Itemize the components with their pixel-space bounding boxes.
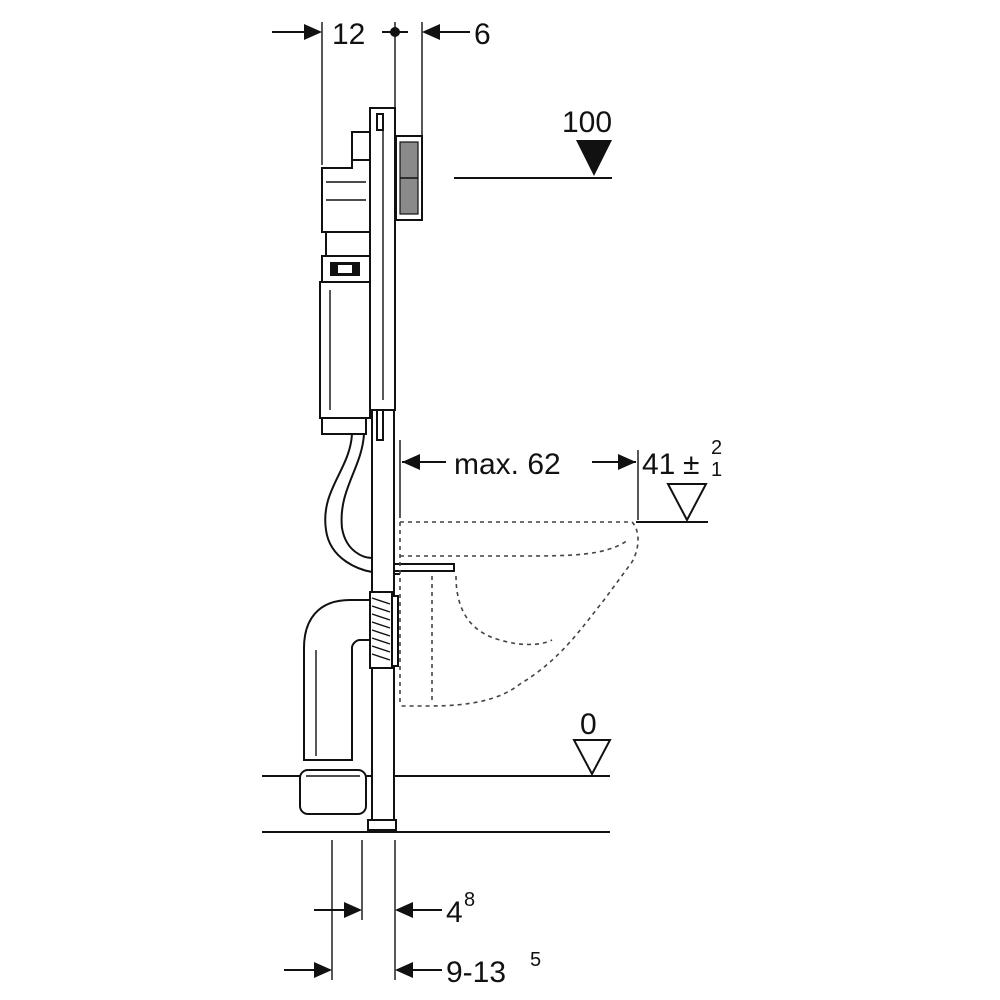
dimension-12-label: 12 — [332, 18, 365, 51]
seat-height-tolerance-sign: ± — [683, 448, 699, 481]
seat-height-tolerance-lower: 1 — [711, 459, 722, 481]
floor-level-marker — [572, 739, 612, 777]
center-marker — [382, 27, 408, 37]
dimension-6-label: 6 — [474, 18, 491, 51]
dimension-9-13-left-arrow — [284, 962, 332, 978]
dimension-9-13-right-arrow — [395, 962, 442, 978]
projection-label: max. 62 — [454, 448, 561, 481]
height-100-marker — [454, 140, 612, 179]
projection-left-arrow — [402, 454, 446, 470]
dimension-9-13-superscript: 5 — [530, 949, 541, 971]
dimension-4-8-right-arrow — [395, 902, 442, 918]
projection-right-arrow — [592, 454, 636, 470]
dimension-4-8-left-arrow — [314, 902, 362, 918]
height-100-label: 100 — [562, 106, 612, 139]
wc-bowl-outline — [399, 521, 639, 707]
actuator-plate — [395, 135, 423, 221]
dimension-4-8-label: 4 — [446, 896, 463, 929]
connection-coupling — [369, 591, 399, 669]
mounting-bolt — [393, 563, 455, 575]
dimension-6-arrow — [422, 24, 470, 40]
floor-level-label: 0 — [580, 708, 597, 741]
cistern — [319, 131, 371, 435]
seat-height-marker — [636, 483, 708, 523]
drain-elbow — [299, 599, 373, 815]
flush-pipe-bend — [324, 433, 373, 573]
dimension-12-arrow — [272, 24, 322, 40]
projection-extension-lines — [399, 440, 639, 520]
frame-upright — [367, 107, 397, 831]
seat-height-tolerance-upper: 2 — [711, 437, 722, 459]
seat-height-label: 41 — [642, 448, 675, 481]
dimension-9-13-label: 9-13 — [446, 956, 506, 989]
dimension-4-8-superscript: 8 — [464, 889, 475, 911]
